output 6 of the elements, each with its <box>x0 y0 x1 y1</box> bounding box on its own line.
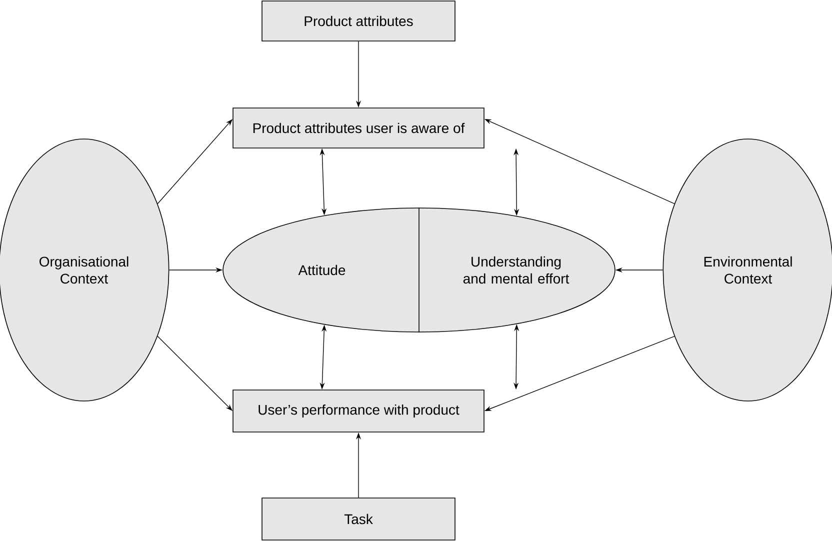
process-box: Task <box>262 498 456 540</box>
process-box: Product attributes user is aware of <box>232 108 484 148</box>
ellipse-label: Understanding and mental effort <box>463 256 570 284</box>
process-box: Product attributes <box>262 0 456 42</box>
process-box: User’s performance with product <box>232 390 484 432</box>
ellipse-label: Attitude <box>298 264 346 276</box>
